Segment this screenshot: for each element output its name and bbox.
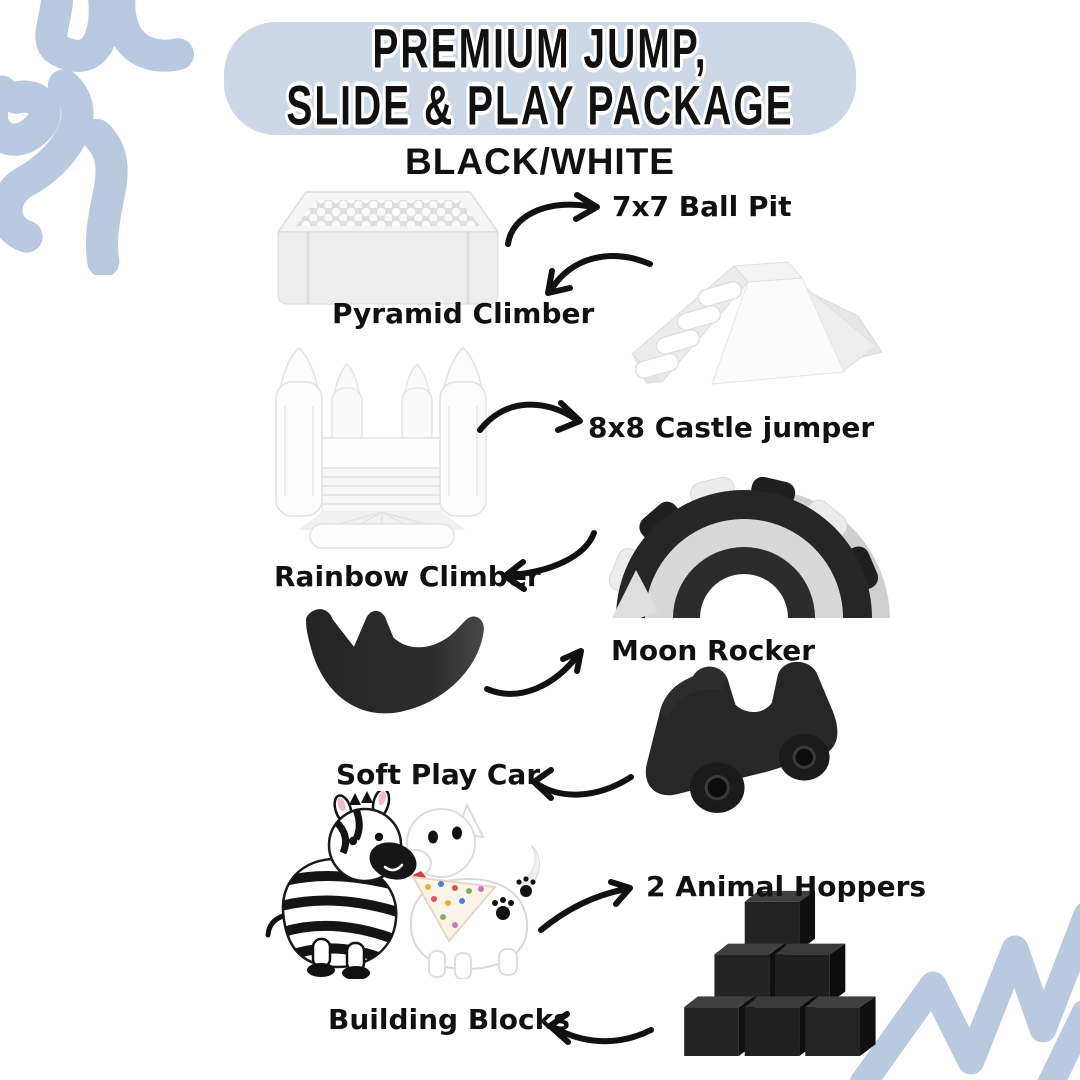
item-label-pyramid-climber: Pyramid Climber [332,297,595,330]
moon-rocker-image [282,593,510,743]
soft-play-car-image [616,646,864,818]
block-cube [744,996,816,1056]
item-label-moon-rocker: Moon Rocker [611,634,816,667]
item-label-rainbow-climber: Rainbow Climber [274,560,541,593]
title-line-2: SLIDE & PLAY PACKAGE [286,75,794,137]
block-cube [744,890,816,951]
building-blocks-image [648,888,902,1056]
brush-doodle-top-left-icon [0,0,194,275]
ball-pit-image [272,182,504,324]
item-label-animal-hoppers: 2 Animal Hoppers [646,870,927,903]
item-label-ball-pit: 7x7 Ball Pit [612,190,792,223]
paw-print [516,876,536,897]
arrow-to-castle-jumper-label-icon [477,400,583,433]
color-theme-subtitle: BLACK/WHITE [405,141,675,182]
arrow-to-animal-hoppers-label-icon [538,879,633,933]
rainbow-climber-image [596,446,892,626]
item-label-soft-play-car: Soft Play Car [336,758,541,791]
item-label-castle-jumper: 8x8 Castle jumper [588,411,875,444]
title-line-1: PREMIUM JUMP, [372,18,708,80]
pyramid-climber-image [596,232,884,394]
animal-hoppers-image [263,791,547,979]
block-cube [805,996,876,1056]
title-banner: PREMIUM JUMP, SLIDE & PLAY PACKAGE [224,18,856,137]
block-cube [775,943,846,1004]
block-cube [714,943,785,1004]
arrow-to-ball-pit-label-icon [505,192,600,247]
bandana-floral-dots [425,881,484,928]
castle-jumper-image [270,346,494,550]
paw-print [492,897,514,920]
dog-hopper [398,802,540,979]
item-label-building-blocks: Building Blocks [328,1003,570,1036]
page-title: PREMIUM JUMP, SLIDE & PLAY PACKAGE [286,18,794,137]
block-cube [684,996,755,1056]
zebra-hopper [265,791,417,979]
